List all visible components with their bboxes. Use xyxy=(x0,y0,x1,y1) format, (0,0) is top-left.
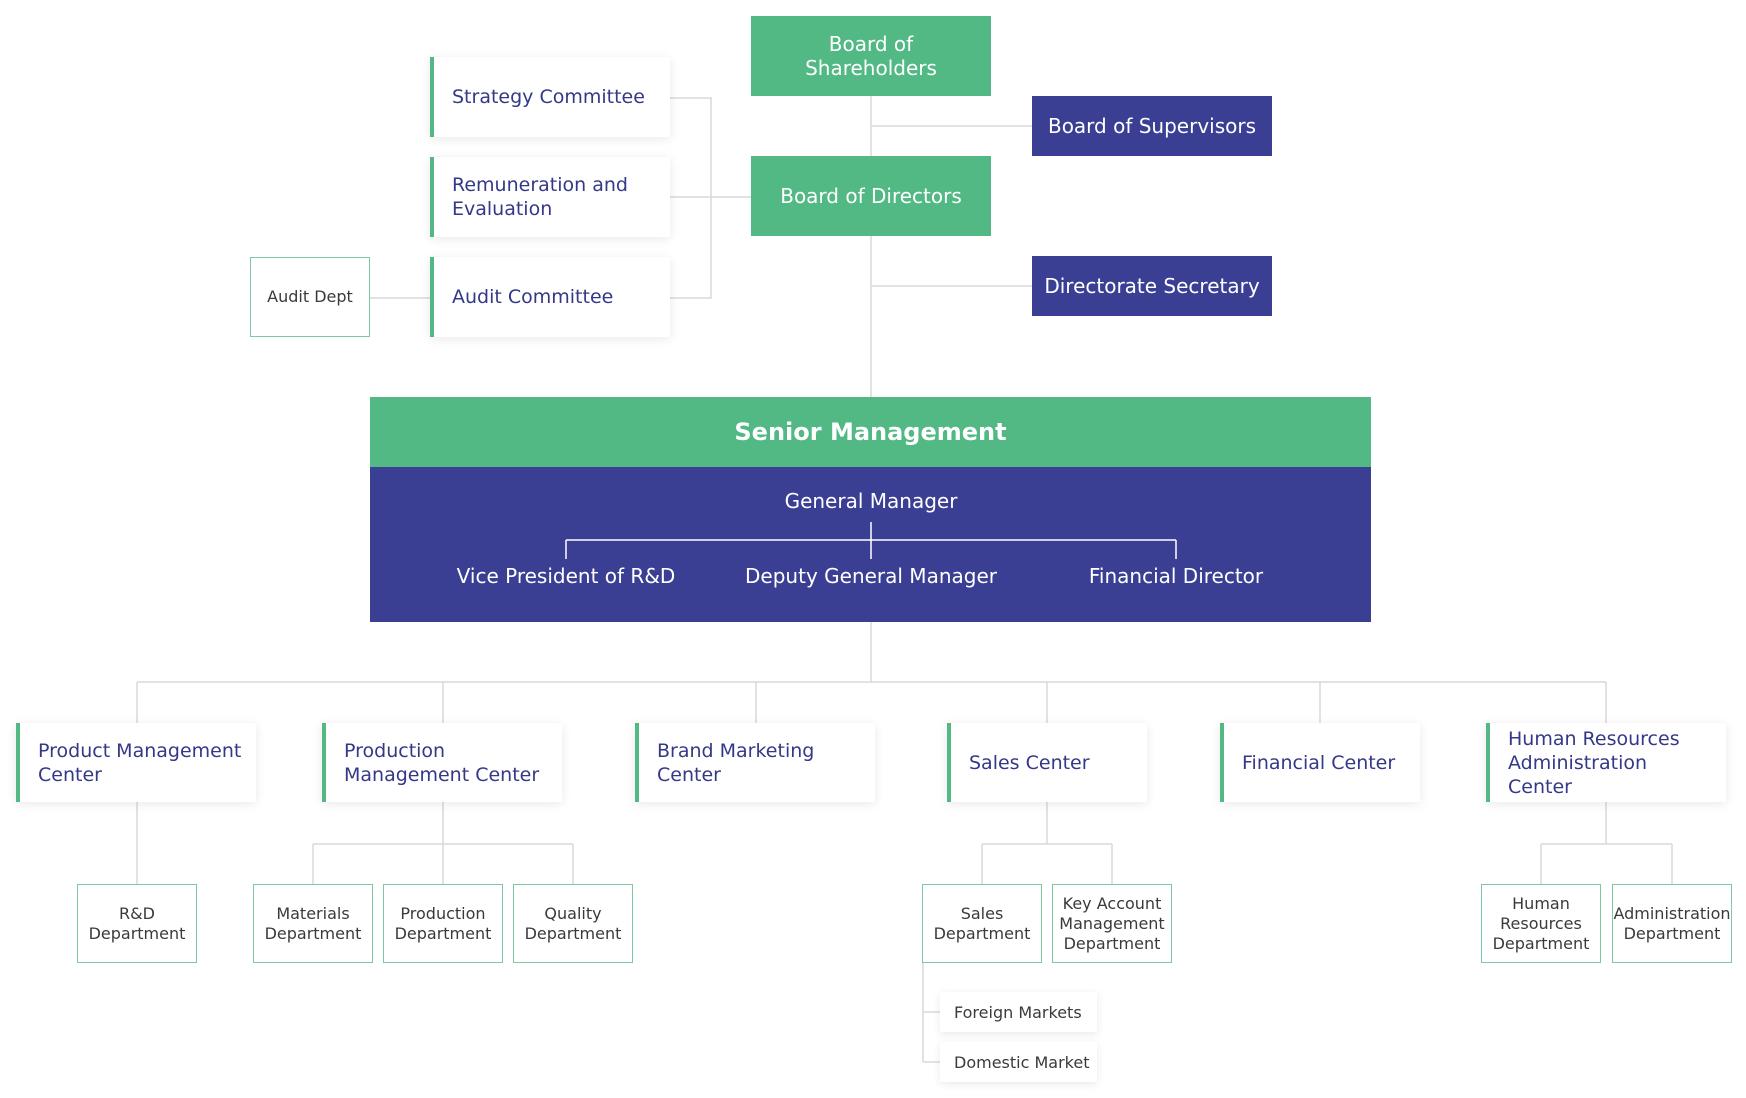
dept-quality[interactable]: Quality Department xyxy=(513,884,633,963)
dept-label: Human Resources Department xyxy=(1492,893,1590,953)
general-manager[interactable]: General Manager xyxy=(784,489,958,513)
center-sales[interactable]: Sales Center xyxy=(947,723,1147,802)
center-human-resources-administration[interactable]: Human Resources Administration Center xyxy=(1486,723,1726,802)
dept-materials[interactable]: Materials Department xyxy=(253,884,373,963)
dept-label: Sales Department xyxy=(933,903,1031,943)
audit-committee[interactable]: Audit Committee xyxy=(430,257,670,337)
center-label: Product Management Center xyxy=(38,739,242,786)
dept-key-account-management[interactable]: Key Account Management Department xyxy=(1052,884,1172,963)
audit-dept[interactable]: Audit Dept xyxy=(250,257,370,337)
deputy-general-manager[interactable]: Deputy General Manager xyxy=(745,564,997,588)
dept-administration[interactable]: Administration Department xyxy=(1612,884,1732,963)
strategy-committee[interactable]: Strategy Committee xyxy=(430,57,670,137)
board-of-shareholders-label: Board of Shareholders xyxy=(805,32,937,80)
center-label: Production Management Center xyxy=(344,739,540,786)
board-of-directors-label: Board of Directors xyxy=(780,184,962,208)
center-label: Brand Marketing Center xyxy=(657,739,815,786)
audit-dept-label: Audit Dept xyxy=(267,287,353,306)
market-foreign[interactable]: Foreign Markets xyxy=(940,992,1097,1032)
remuneration-evaluation-committee-label: Remuneration and Evaluation xyxy=(452,174,628,220)
audit-committee-label: Audit Committee xyxy=(452,286,614,308)
directorate-secretary[interactable]: Directorate Secretary xyxy=(1032,256,1272,316)
dept-rd[interactable]: R&D Department xyxy=(77,884,197,963)
board-of-supervisors[interactable]: Board of Supervisors xyxy=(1032,96,1272,156)
board-of-shareholders[interactable]: Board of Shareholders xyxy=(751,16,991,96)
dept-label: Administration Department xyxy=(1613,903,1731,943)
directorate-secretary-label: Directorate Secretary xyxy=(1044,274,1260,298)
senior-management-body: General Manager Vice President of R&D De… xyxy=(370,467,1371,622)
dept-label: Quality Department xyxy=(524,903,622,943)
senior-management-lines xyxy=(565,522,1177,559)
dept-production[interactable]: Production Department xyxy=(383,884,503,963)
senior-management-title: Senior Management xyxy=(370,397,1371,467)
board-of-directors[interactable]: Board of Directors xyxy=(751,156,991,236)
market-label: Foreign Markets xyxy=(954,1002,1082,1022)
center-brand-marketing[interactable]: Brand Marketing Center xyxy=(635,723,875,802)
dept-label: R&D Department xyxy=(88,903,186,943)
center-label: Sales Center xyxy=(969,751,1090,774)
center-label: Financial Center xyxy=(1242,751,1396,774)
center-product-management[interactable]: Product Management Center xyxy=(16,723,256,802)
financial-director[interactable]: Financial Director xyxy=(1088,564,1264,588)
dept-sales[interactable]: Sales Department xyxy=(922,884,1042,963)
board-of-supervisors-label: Board of Supervisors xyxy=(1047,114,1257,138)
center-financial[interactable]: Financial Center xyxy=(1220,723,1420,802)
remuneration-evaluation-committee[interactable]: Remuneration and Evaluation xyxy=(430,157,670,237)
vice-president-rd[interactable]: Vice President of R&D xyxy=(456,564,676,588)
strategy-committee-label: Strategy Committee xyxy=(452,86,645,108)
dept-label: Production Department xyxy=(394,903,492,943)
senior-management-block: Senior Management General Manager Vice P… xyxy=(370,397,1371,622)
dept-label: Materials Department xyxy=(264,903,362,943)
dept-human-resources[interactable]: Human Resources Department xyxy=(1481,884,1601,963)
market-domestic[interactable]: Domestic Market xyxy=(940,1042,1097,1082)
market-label: Domestic Market xyxy=(954,1052,1090,1072)
dept-label: Key Account Management Department xyxy=(1059,893,1165,953)
center-production-management[interactable]: Production Management Center xyxy=(322,723,562,802)
center-label: Human Resources Administration Center xyxy=(1508,727,1680,798)
